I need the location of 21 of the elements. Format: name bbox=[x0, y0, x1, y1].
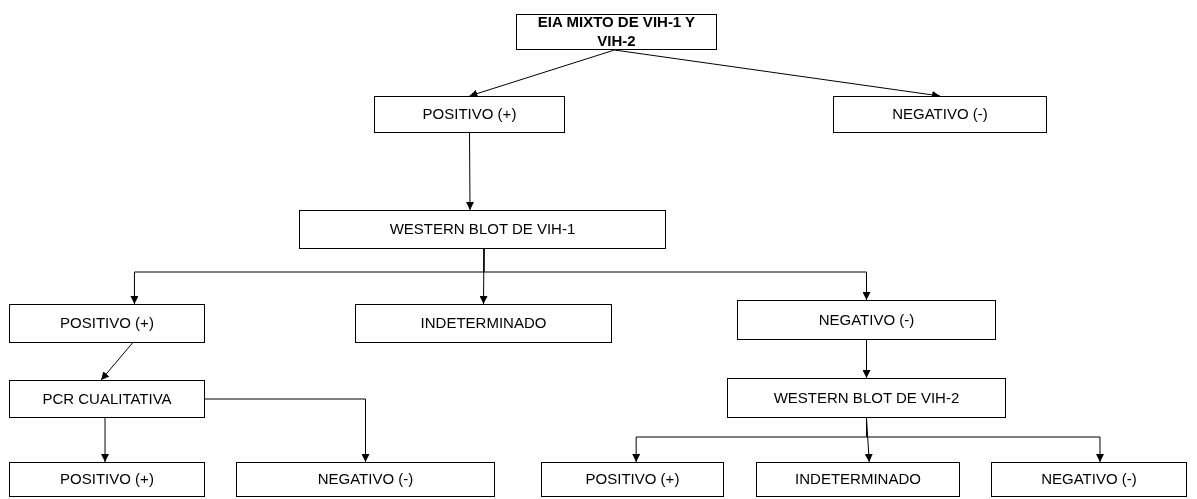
arrow bbox=[465, 132, 474, 211]
process-box: PCR CUALITATIVA bbox=[9, 380, 205, 418]
process-box: POSITIVO (+) bbox=[541, 462, 724, 497]
arrow bbox=[862, 339, 871, 379]
process-box: WESTERN BLOT DE VIH-1 bbox=[299, 210, 666, 249]
arrow bbox=[100, 342, 133, 381]
process-box: EIA MIXTO DE VIH-1 Y VIH-2 bbox=[516, 14, 717, 50]
process-box: NEGATIVO (-) bbox=[236, 462, 495, 497]
process-box: NEGATIVO (-) bbox=[833, 96, 1047, 133]
arrow bbox=[483, 248, 871, 301]
process-box: POSITIVO (+) bbox=[374, 96, 565, 133]
process-box: NEGATIVO (-) bbox=[991, 462, 1187, 497]
arrow bbox=[469, 49, 615, 98]
process-box: INDETERMINADO bbox=[355, 304, 612, 343]
arrow bbox=[204, 398, 370, 463]
process-box: INDETERMINADO bbox=[756, 462, 960, 497]
process-box: WESTERN BLOT DE VIH-2 bbox=[727, 378, 1006, 418]
arrow bbox=[101, 417, 110, 463]
process-box: POSITIVO (+) bbox=[9, 304, 205, 343]
process-box: POSITIVO (+) bbox=[9, 462, 205, 497]
process-box: NEGATIVO (-) bbox=[737, 300, 996, 340]
